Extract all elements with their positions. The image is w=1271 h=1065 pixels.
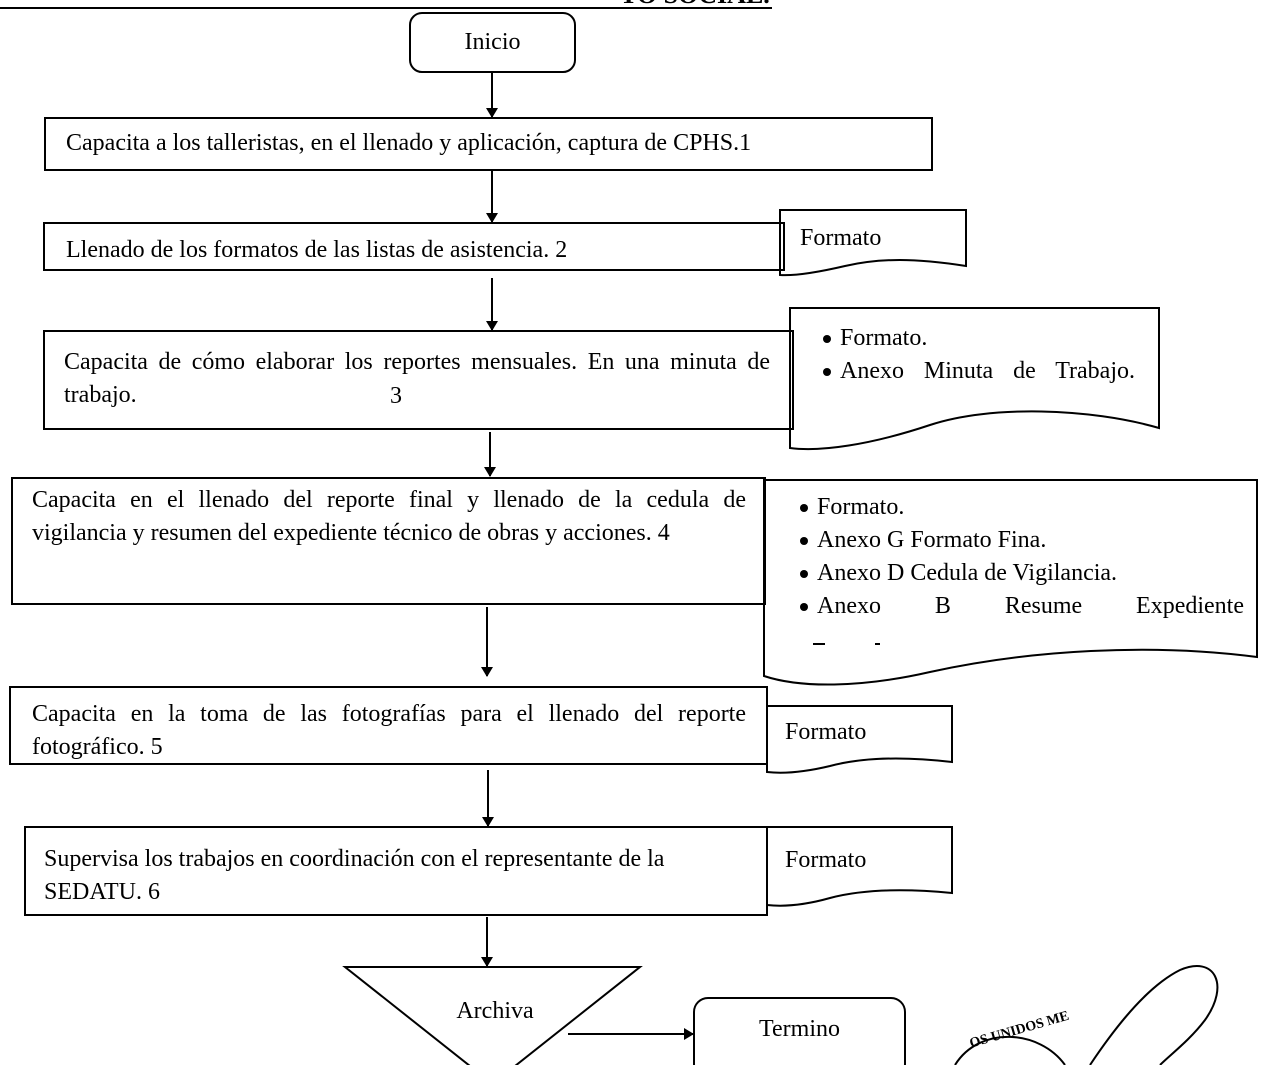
step-1-box <box>44 117 933 171</box>
step-3-number: 3 <box>390 383 402 409</box>
clipped-text-fragment <box>875 643 880 645</box>
start-label: Inicio <box>464 29 521 55</box>
step-6-doc-label: Formato <box>785 847 867 873</box>
step-3-box <box>43 330 794 430</box>
step-4-text: Capacita en el llenado del reporte final… <box>32 487 746 546</box>
step-5-doc-label: Formato <box>785 719 867 745</box>
step-1-text: Capacita a los talleristas, en el llenad… <box>66 130 752 156</box>
end-label: Termino <box>759 1016 840 1042</box>
end-terminator <box>693 997 906 1065</box>
doc-item: Formato. <box>797 491 1244 524</box>
step-2-box <box>43 222 785 271</box>
doc-item: Anexo G Formato Fina. <box>797 524 1244 557</box>
page-title-fragment: TO SOCIAL. <box>620 0 770 11</box>
doc-shape-6 <box>766 826 953 907</box>
step-2-doc-label: Formato <box>800 225 882 251</box>
doc-shape-3 <box>789 307 1160 451</box>
step-6-text: Supervisa los trabajos en coordinación c… <box>44 846 665 905</box>
doc-item: Anexo D Cedula de Vigilancia. <box>797 557 1244 590</box>
doc-item: Anexo Minuta de Trabajo. <box>820 355 1135 388</box>
step-3-doc-list: Formato. Anexo Minuta de Trabajo. <box>820 322 1135 388</box>
archive-triangle <box>342 966 643 1065</box>
clipped-text-fragment <box>813 643 825 645</box>
archive-label: Archiva <box>456 998 534 1024</box>
doc-item: Formato. <box>820 322 1135 355</box>
doc-item: Anexo B Resume Expediente <box>797 590 1244 623</box>
doc-shape-2 <box>779 209 967 277</box>
step-5-text: Capacita en la toma de las fotografías p… <box>32 701 746 760</box>
doc-shape-5 <box>766 705 953 774</box>
doc-shape-4 <box>763 479 1258 686</box>
step-3-text: Capacita de cómo elaborar los reportes m… <box>64 349 770 408</box>
signature-stroke <box>1089 965 1219 1065</box>
step-2-text: Llenado de los formatos de las listas de… <box>66 237 568 263</box>
step-4-doc-list: Formato. Anexo G Formato Fina. Anexo D C… <box>797 491 1244 623</box>
seal-arc <box>954 1035 1066 1065</box>
